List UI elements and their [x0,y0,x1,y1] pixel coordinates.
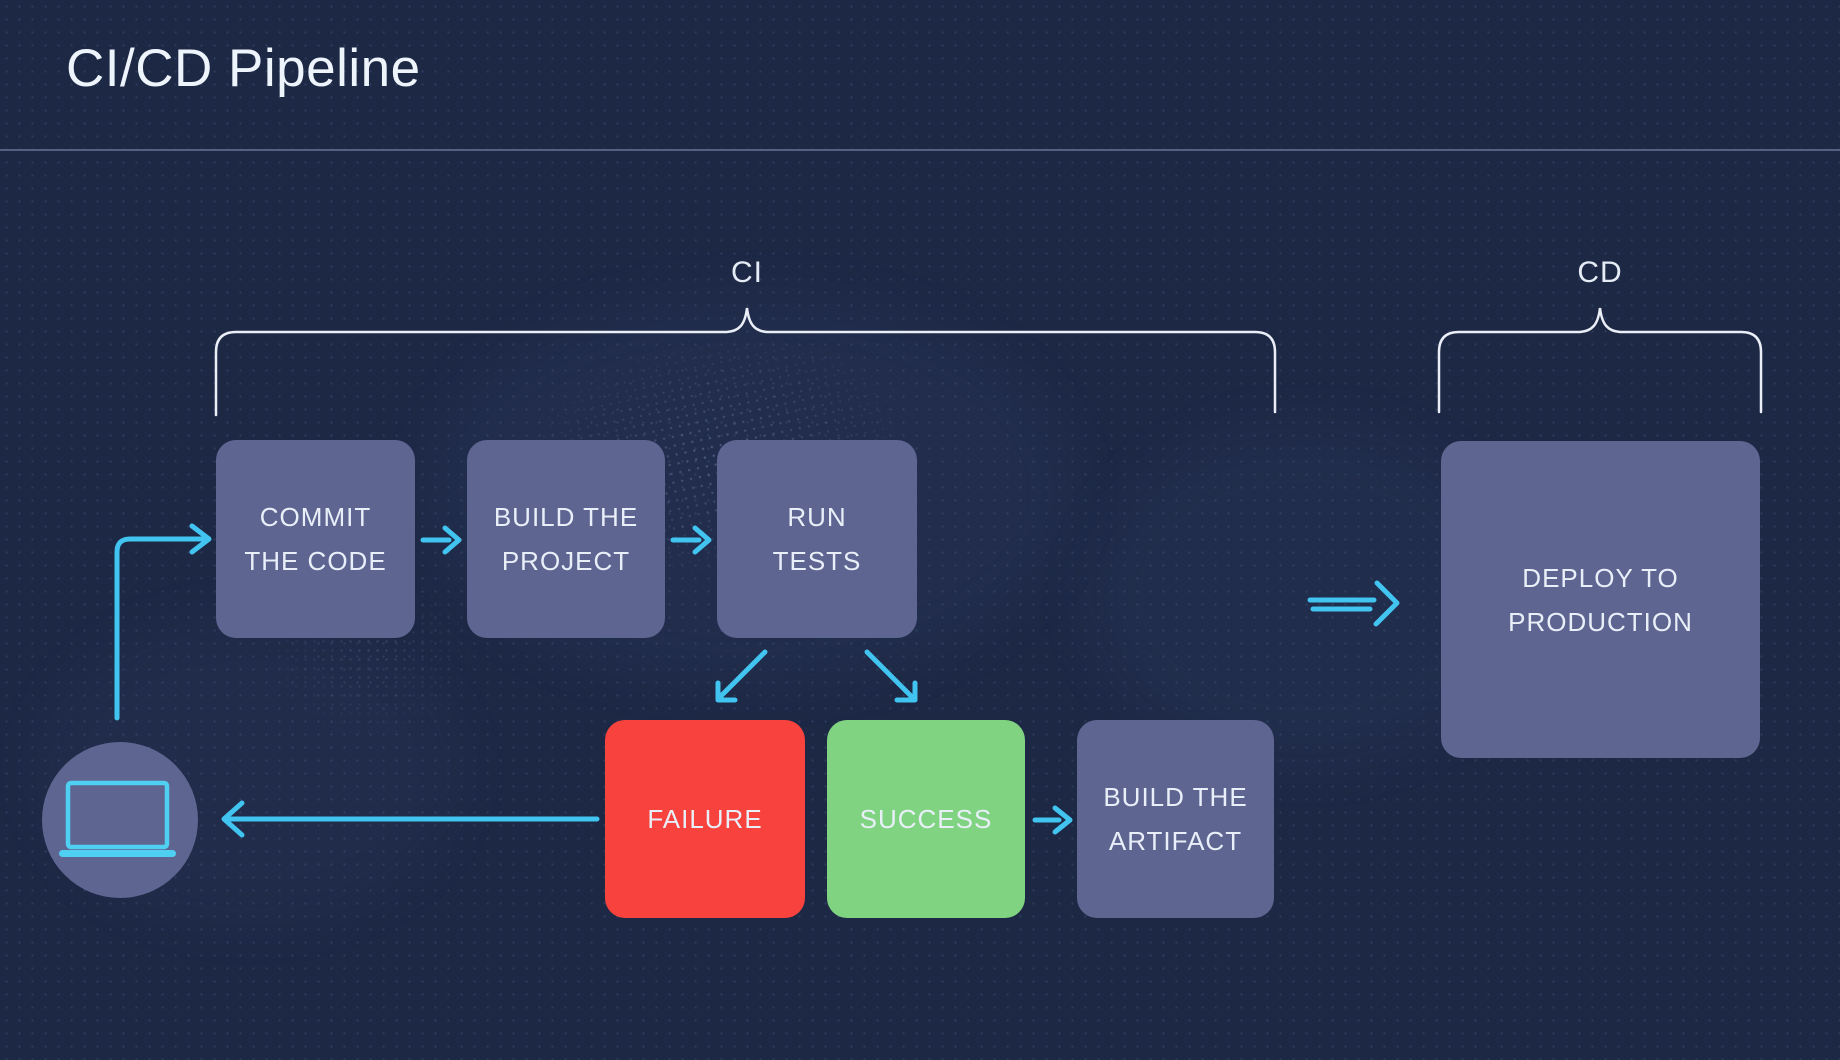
node-failure: FAILURE [605,720,805,918]
node-label: RUN TESTS [772,502,862,576]
arrow-run-to-success [864,649,918,703]
page-title: CI/CD Pipeline [66,39,421,98]
developer-machine [42,742,198,898]
arrow-run-to-failure [715,649,768,703]
ci-brace [214,307,1277,417]
node-label: DEPLOY TO PRODUCTION [1508,562,1693,637]
arrow-laptop-to-commit [114,523,212,721]
node-label: BUILD THE PROJECT [493,502,639,576]
arrow-failure-to-laptop [221,800,600,838]
cd-section-label: CD [1577,256,1623,289]
arrow-build-to-run [670,525,712,555]
arrow-commit-to-build [420,525,462,555]
node-label: COMMIT THE CODE [244,502,387,576]
node-run-tests: RUN TESTS [717,440,917,638]
node-commit-the-code: COMMIT THE CODE [216,440,415,638]
laptop-icon [59,780,176,857]
double-arrow-to-deploy [1307,580,1400,627]
node-label: SUCCESS [859,804,993,834]
node-success: SUCCESS [827,720,1025,918]
node-deploy-to-production: DEPLOY TO PRODUCTION [1441,441,1760,758]
cd-brace [1437,307,1763,414]
node-build-the-project: BUILD THE PROJECT [467,440,665,638]
laptop-circle [42,742,198,898]
ci-section-label: CI [731,256,763,289]
arrow-success-to-artifact [1032,805,1073,835]
node-label: BUILD THE ARTIFACT [1103,782,1248,856]
node-label: FAILURE [647,804,763,834]
node-build-the-artifact: BUILD THE ARTIFACT [1077,720,1274,918]
header-divider [0,149,1840,151]
